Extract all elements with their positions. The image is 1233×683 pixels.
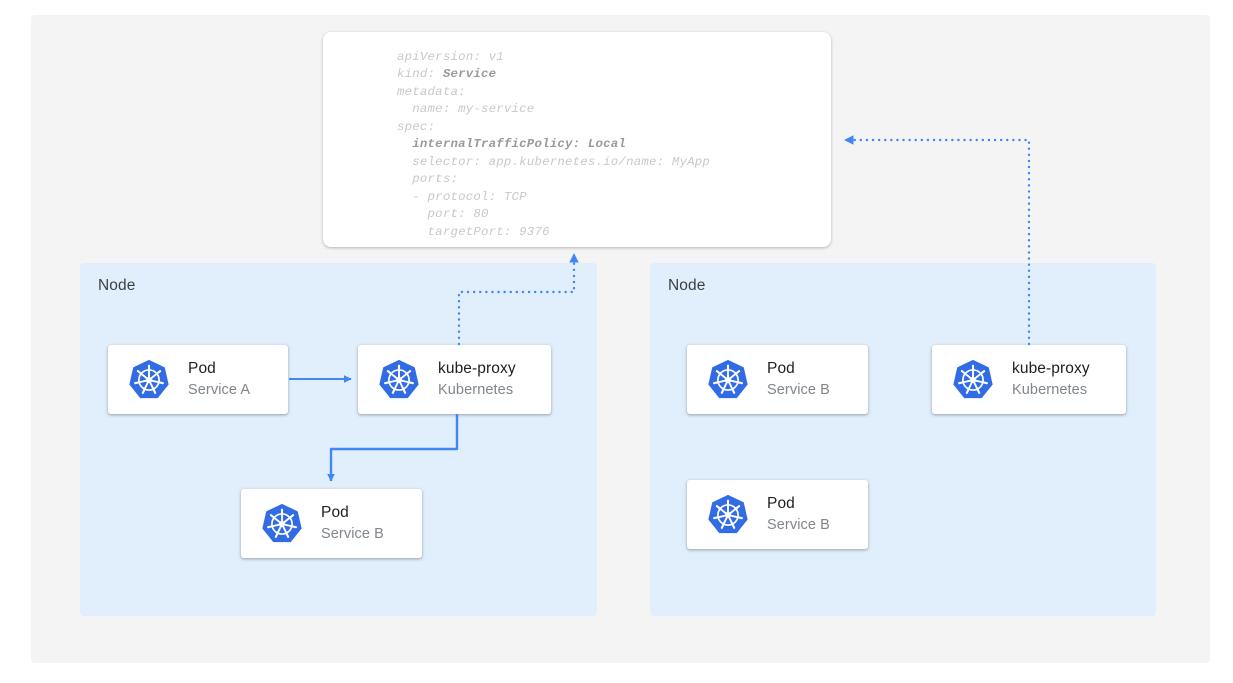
card-text: kube-proxy Kubernetes [1012,359,1090,400]
card-title: Pod [321,504,349,521]
card-text: Pod Service B [321,503,384,544]
card-title: Pod [188,360,216,377]
card-text: kube-proxy Kubernetes [438,359,516,400]
service-manifest-code: apiVersion: v1 kind: Service metadata: n… [397,50,711,239]
card-text: Pod Service B [767,494,830,535]
card-title: kube-proxy [1012,360,1090,377]
node-label-right: Node [668,277,706,294]
card-text: Pod Service B [767,359,830,400]
card-pod-service-b-left[interactable]: Pod Service B [241,489,422,558]
card-subtitle: Kubernetes [438,382,514,398]
node-container-left: Node [80,263,597,616]
kubernetes-icon [707,359,749,401]
kubernetes-icon [261,503,303,545]
card-pod-service-a[interactable]: Pod Service A [108,345,288,414]
card-title: Pod [767,360,795,377]
card-subtitle: Service B [321,526,384,542]
card-pod-service-b-right-top[interactable]: Pod Service B [687,345,868,414]
kubernetes-icon [707,494,749,536]
card-kube-proxy-right[interactable]: kube-proxy Kubernetes [932,345,1126,414]
service-manifest-card: apiVersion: v1 kind: Service metadata: n… [323,32,831,247]
kubernetes-icon [952,359,994,401]
card-subtitle: Service B [767,382,830,398]
node-container-right: Node [650,263,1156,616]
card-title: kube-proxy [438,360,516,377]
card-subtitle: Kubernetes [1012,382,1088,398]
kubernetes-icon [128,359,170,401]
card-kube-proxy-left[interactable]: kube-proxy Kubernetes [358,345,551,414]
kubernetes-icon [378,359,420,401]
card-pod-service-b-right-bottom[interactable]: Pod Service B [687,480,868,549]
card-subtitle: Service A [188,382,251,398]
card-subtitle: Service B [767,517,830,533]
card-text: Pod Service A [188,359,250,400]
node-label-left: Node [98,277,136,294]
card-title: Pod [767,495,795,512]
